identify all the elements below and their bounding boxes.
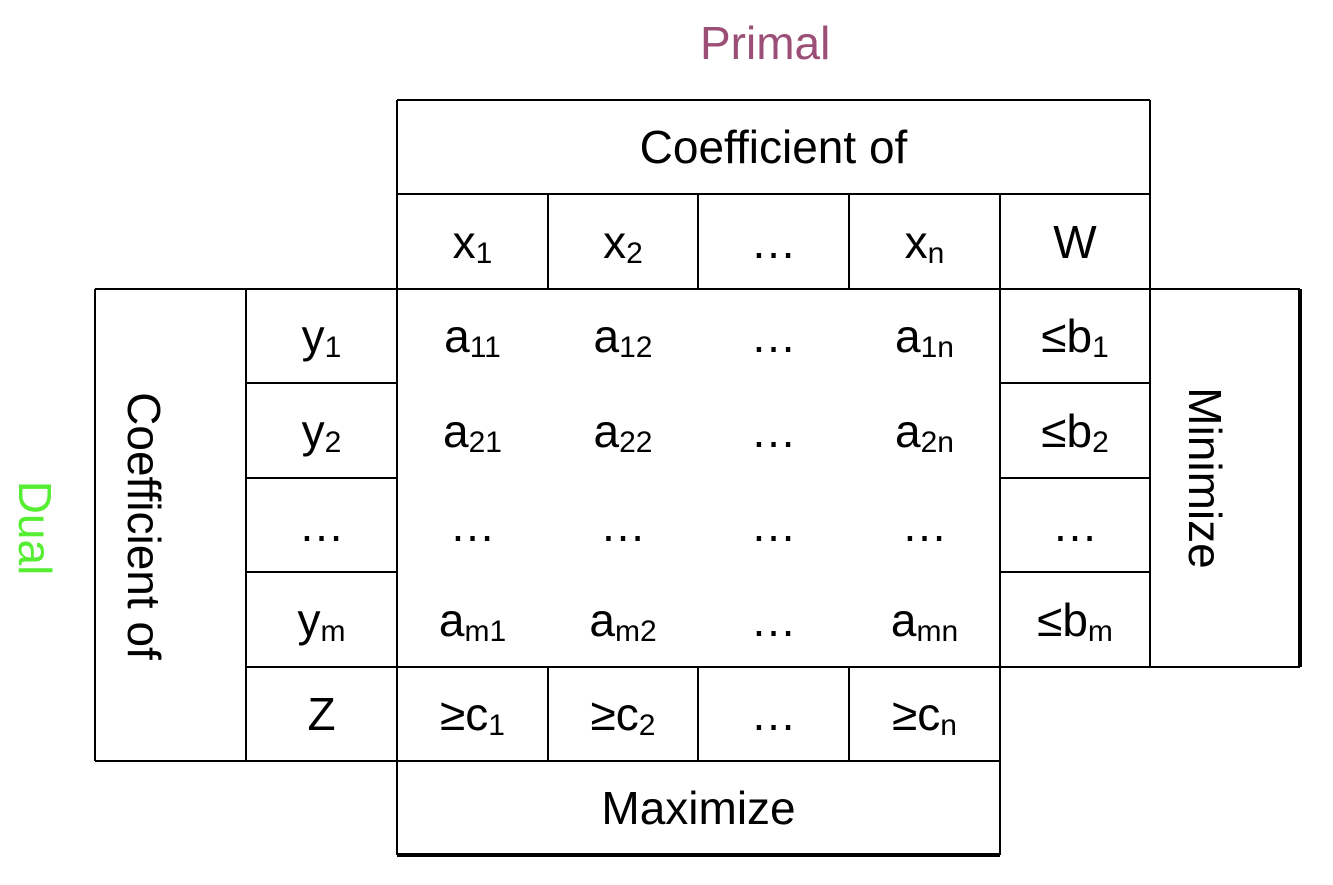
primal-coefficient-header: Coefficient of (639, 121, 908, 173)
column-header-3: … (698, 194, 849, 289)
rhs-cell-3: … (1000, 478, 1150, 572)
column-header-5: W (1000, 194, 1150, 289)
column-header-4-base: x (904, 215, 928, 268)
coefficient-cell-3-2: … (548, 478, 698, 572)
coefficient-cell-4-3: … (698, 572, 849, 667)
coefficient-cell-3-4: … (849, 478, 1000, 572)
rhs-cell-4-base: ≤b (1037, 593, 1088, 646)
coefficient-cell-1-2-base: a (593, 310, 620, 362)
coefficient-cell-3-3: … (698, 478, 849, 572)
column-header-2-base: x (603, 215, 627, 268)
z-row-cell-2-base: ≥c (590, 688, 639, 740)
coefficient-cell-2-3-base: … (750, 404, 797, 457)
z-row-variable-base: Z (307, 688, 336, 740)
z-row-cell-3-base: … (750, 688, 797, 740)
row-variable-1-base: y (301, 310, 325, 362)
coefficient-cell-3-2-base: … (600, 499, 646, 551)
rhs-cell-1-base: ≤b (1041, 310, 1093, 362)
row-variable-2-base: y (301, 404, 325, 457)
coefficient-cell-1-1-base: a (444, 310, 470, 362)
maximize-label: Maximize (601, 782, 796, 834)
rhs-cell-3-base: … (1052, 499, 1098, 551)
row-variable-3-base: … (298, 499, 345, 551)
z-row-variable: Z (246, 667, 397, 761)
z-row-cell-4-base: ≥c (892, 688, 941, 740)
z-row-cell-1-base: ≥c (440, 688, 489, 740)
coefficient-cell-3-1: … (397, 478, 548, 572)
column-header-3-base: … (750, 215, 797, 268)
coefficient-cell-4-2-base: a (589, 593, 615, 646)
row-variable-4-base: y (297, 593, 321, 646)
coefficient-cell-1-3-base: … (750, 310, 797, 362)
coefficient-cell-2-2-base: a (593, 404, 620, 457)
coefficient-cell-4-3-base: … (750, 593, 797, 646)
coefficient-cell-4-1-base: a (438, 593, 465, 646)
coefficient-cell-3-3-base: … (750, 499, 797, 551)
row-variable-3: … (246, 478, 397, 572)
primal-label: Primal (700, 17, 831, 69)
coefficient-cell-2-4-base: a (895, 404, 921, 457)
rhs-cell-2-base: ≤b (1041, 404, 1093, 457)
column-header-5-base: W (1053, 215, 1097, 268)
coefficient-cell-1-4-base: a (895, 310, 921, 362)
column-header-1-base: x (452, 215, 476, 268)
coefficient-cell-4-4-base: a (890, 593, 917, 646)
coefficient-cell-2-3: … (698, 383, 849, 478)
coefficient-cell-1-3: … (698, 289, 849, 383)
z-row-cell-3: … (698, 667, 849, 761)
coefficient-cell-3-4-base: … (901, 499, 948, 551)
coefficient-cell-2-1-base: a (443, 404, 469, 457)
coefficient-cell-3-1-base: … (449, 499, 496, 551)
